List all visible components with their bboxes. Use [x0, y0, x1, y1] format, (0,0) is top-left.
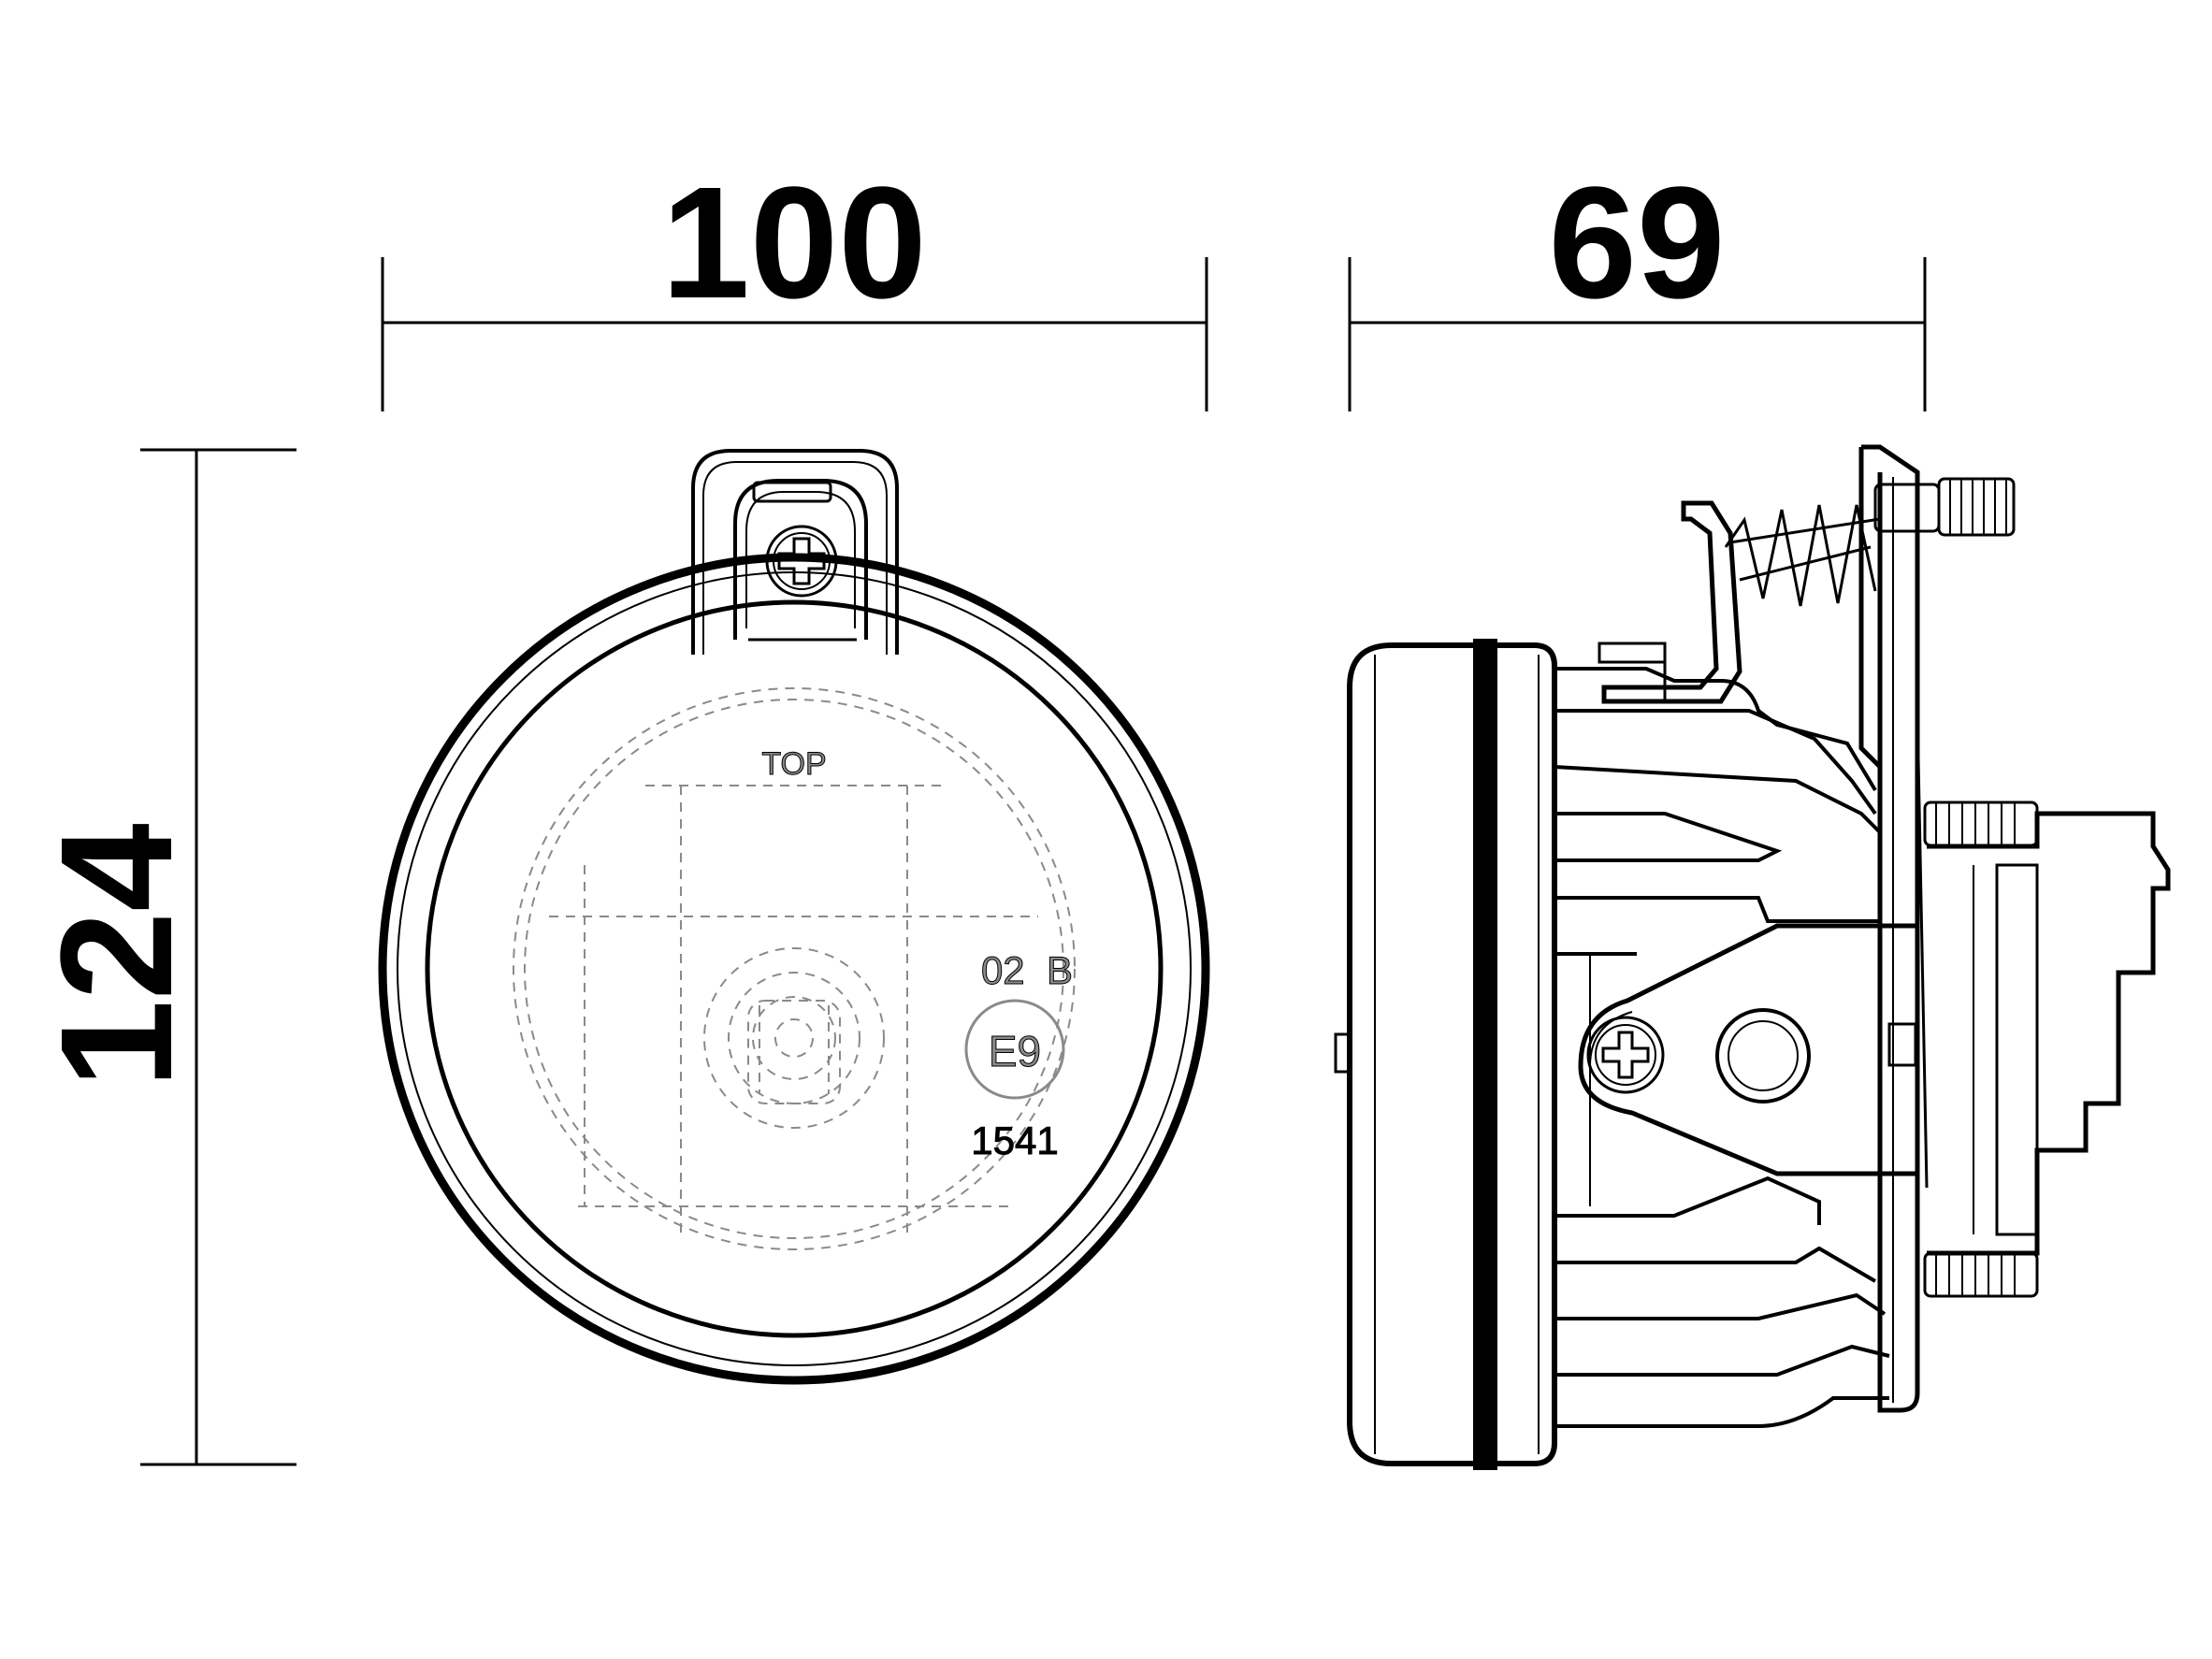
rear-connector — [1927, 811, 2171, 1256]
top-bolt — [1873, 477, 2016, 537]
rear-stud-upper — [1923, 801, 2039, 847]
rear-stud-lower — [1923, 1251, 2039, 1298]
top-bracket — [1598, 500, 1742, 704]
housing-outer-ring — [378, 553, 1210, 1385]
dimension-width-label: 100 — [661, 154, 927, 332]
marking-code: 02 B — [981, 948, 1073, 992]
marking-approval: E9 — [989, 1027, 1041, 1075]
side-bezel — [1334, 639, 1557, 1470]
marking-top: TOP — [761, 746, 826, 782]
marking-number: 1541 — [971, 1118, 1058, 1162]
lens-hidden-lines — [513, 687, 1076, 1250]
dimension-depth-label: 69 — [1548, 154, 1725, 332]
dimension-depth-side — [1348, 257, 1927, 411]
bezel-ring — [425, 599, 1164, 1338]
mounting-plate — [1858, 444, 1929, 1413]
dimension-width-front — [381, 257, 1208, 411]
front-view: TOP 02 B E9 1541 — [378, 449, 1210, 1385]
adjustment-spring — [1724, 504, 1881, 607]
housing-inner-edge — [397, 571, 1192, 1366]
dimension-height-label: 124 — [28, 823, 206, 1089]
side-view — [1334, 444, 2171, 1470]
approval-circle — [964, 999, 1065, 1100]
mounting-bracket — [691, 449, 899, 655]
side-bracket-screw — [1586, 1016, 1665, 1094]
dimension-height — [140, 448, 296, 1466]
